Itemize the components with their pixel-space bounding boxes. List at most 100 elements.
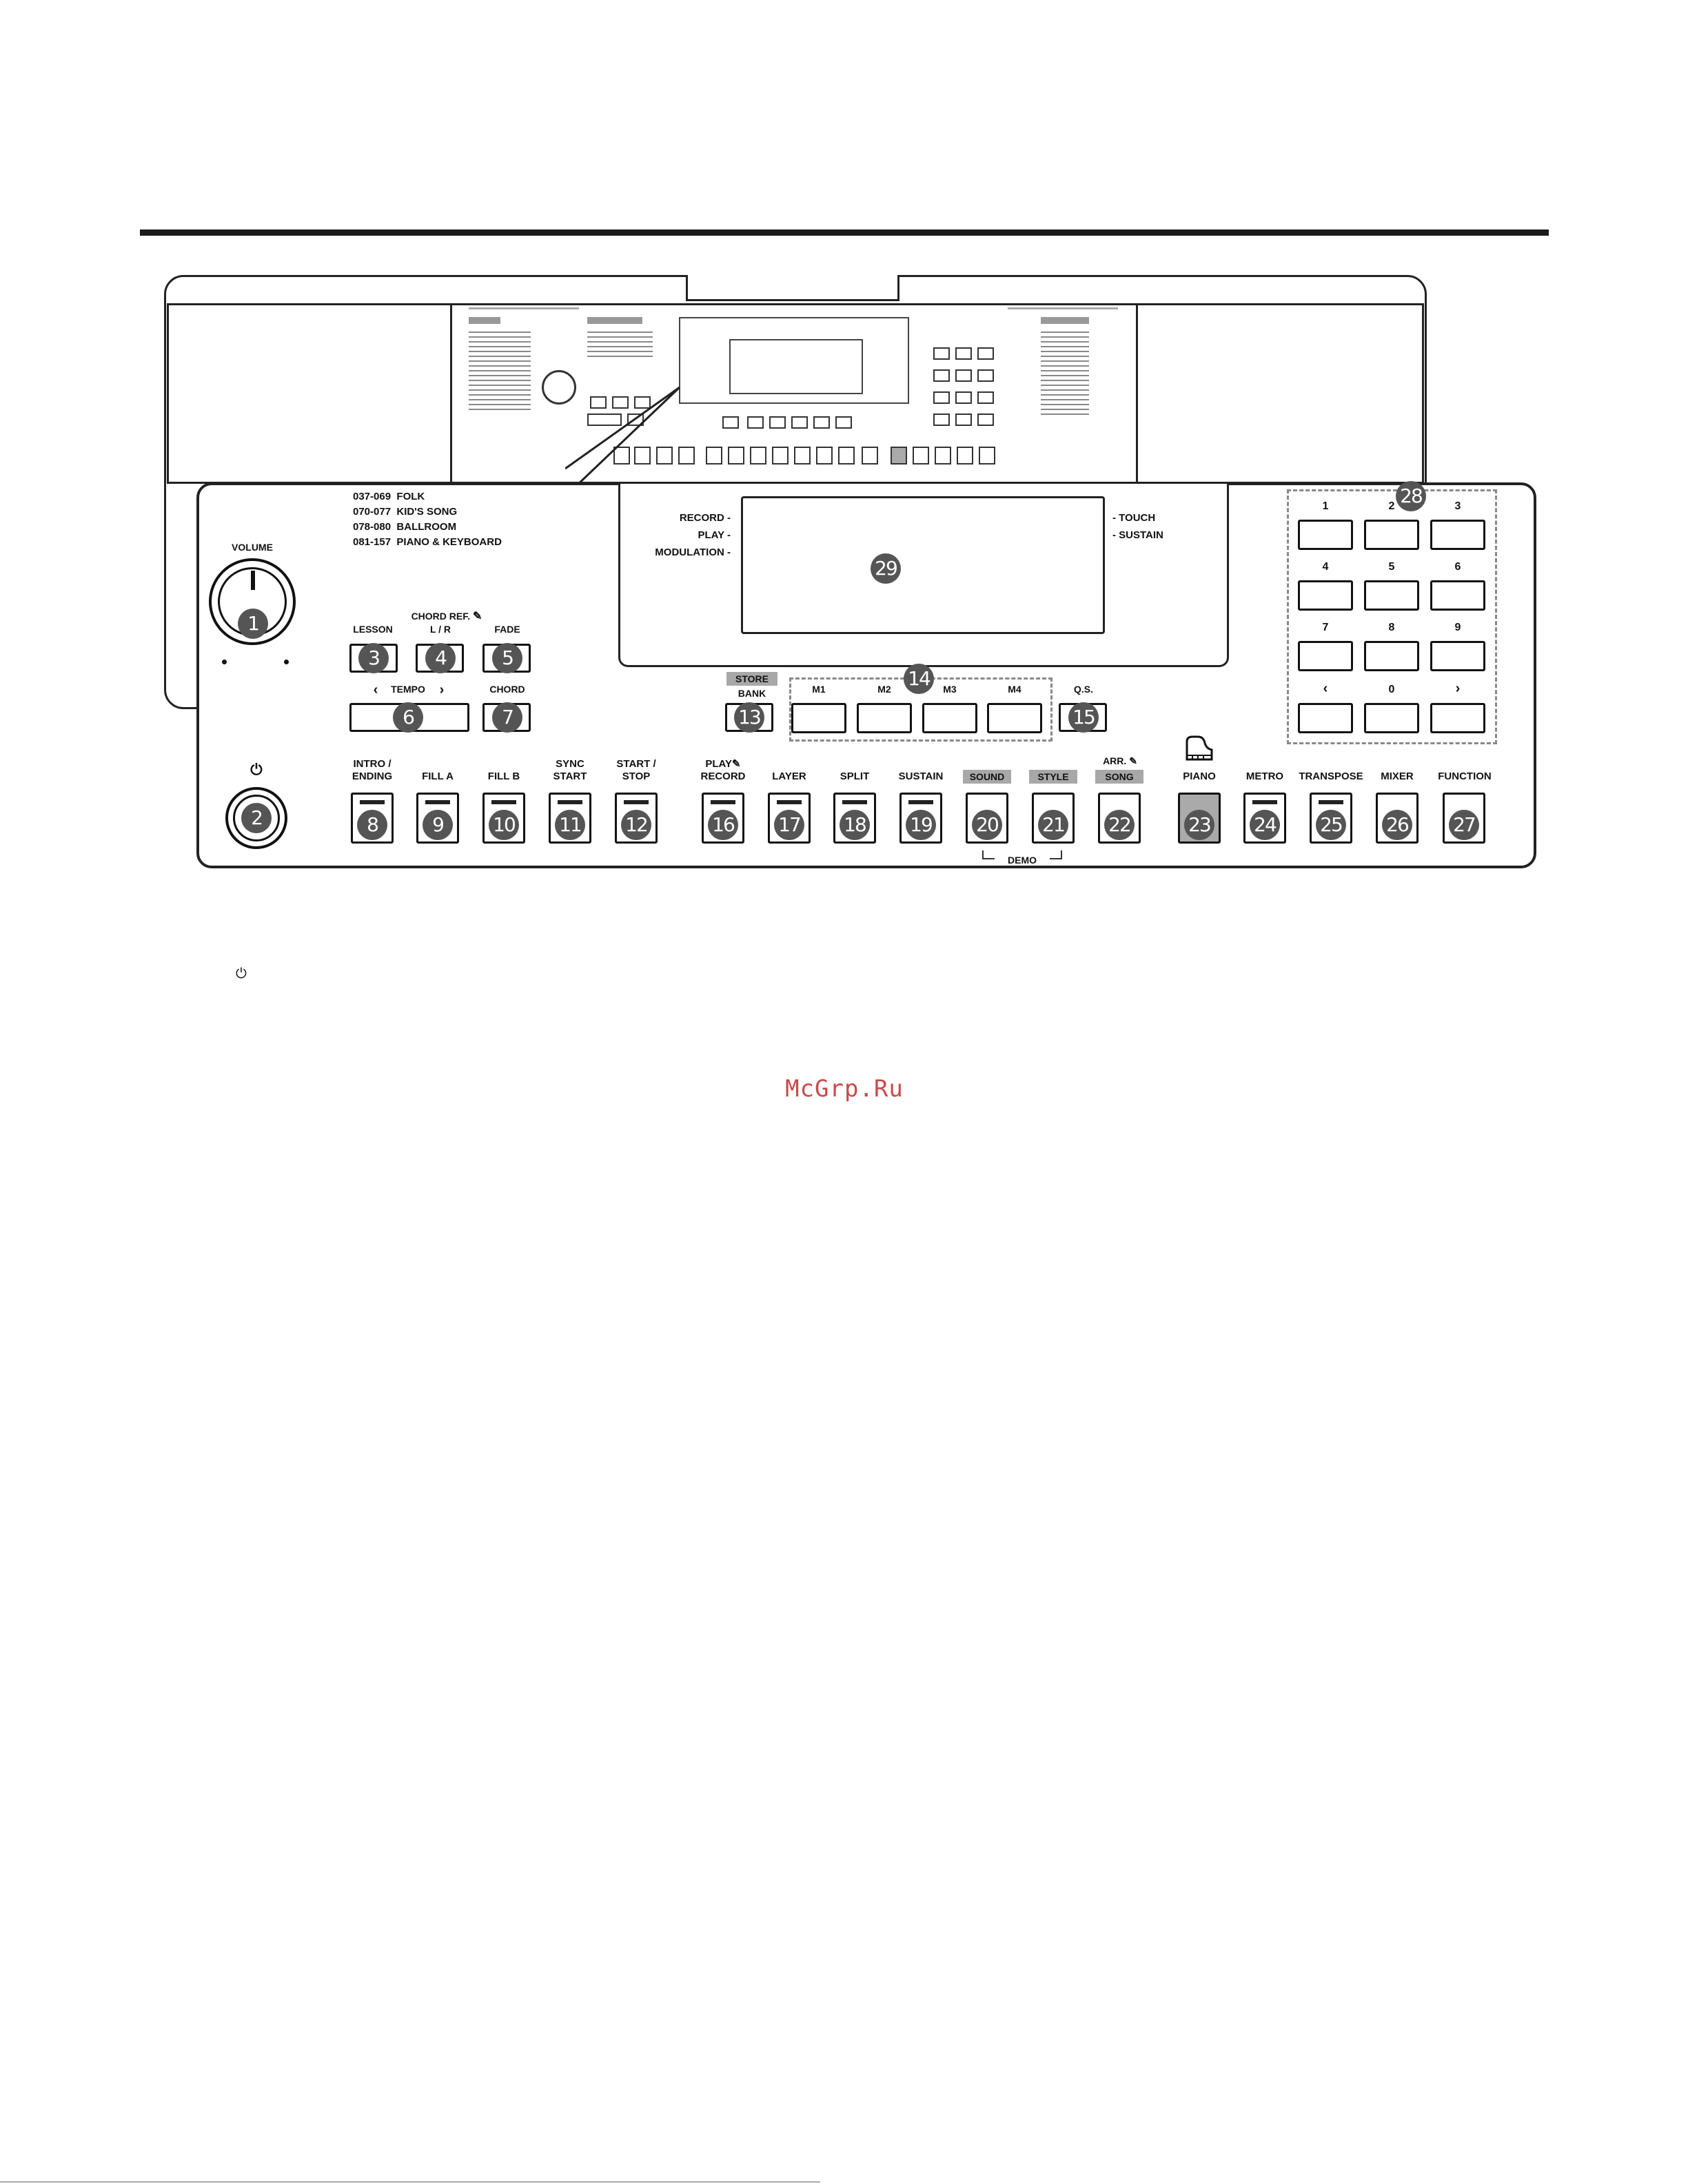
fill-b-label: FILL B (487, 770, 520, 782)
mini-style-tag (1041, 317, 1089, 324)
badge-4: 4 (425, 643, 456, 673)
mini-row-button (750, 447, 766, 465)
display-label-play: PLAY - (698, 529, 731, 541)
badge-12: 12 (621, 810, 651, 840)
pencil-icon: ✎ (473, 611, 482, 622)
style-label: STYLE (1029, 770, 1077, 784)
right-speaker (1136, 303, 1424, 484)
badge-23: 23 (1184, 810, 1214, 840)
mini-sound-list (469, 328, 531, 411)
style-list-row: 070-077 KID'S SONG (353, 506, 458, 518)
mini-volume-knob (542, 370, 576, 405)
numpad-key-1[interactable] (1298, 520, 1353, 550)
numpad-key-next[interactable] (1430, 703, 1485, 733)
badge-27: 27 (1449, 810, 1479, 840)
store-tag: STORE (726, 672, 777, 686)
split-label: SPLIT (840, 770, 870, 782)
mini-num-button (977, 391, 994, 404)
mini-button (634, 396, 651, 409)
numpad-key-9[interactable] (1430, 641, 1485, 671)
demo-label: DEMO (995, 855, 1050, 866)
mini-row-button (634, 447, 651, 465)
numpad-key-prev[interactable] (1298, 703, 1353, 733)
badge-19: 19 (906, 810, 936, 840)
badge-20: 20 (972, 810, 1002, 840)
numpad-label-9: 9 (1454, 622, 1461, 633)
numpad-label-6: 6 (1454, 561, 1461, 573)
m2-button[interactable] (857, 703, 912, 733)
mini-num-button (933, 391, 950, 404)
numpad-label-7: 7 (1322, 622, 1329, 633)
indicator-led (1252, 800, 1277, 804)
function-label: FUNCTION (1438, 770, 1492, 782)
numpad-key-2[interactable] (1364, 520, 1419, 550)
mini-button (612, 396, 629, 409)
badge-14: 14 (904, 664, 934, 694)
start-stop-label: START /STOP (616, 758, 656, 782)
badge-2: 2 (241, 803, 272, 833)
sound-label: SOUND (963, 770, 1011, 784)
piano-label: PIANO (1183, 770, 1216, 782)
numpad-key-7[interactable] (1298, 641, 1353, 671)
style-list-row: 078-080 BALLROOM (353, 521, 457, 533)
numpad-key-4[interactable] (1298, 580, 1353, 611)
mini-row-button (913, 447, 929, 465)
tempo-label: TEMPO (391, 684, 425, 695)
numpad-key-5[interactable] (1364, 580, 1419, 611)
power-icon: ⏻ (250, 761, 263, 778)
indicator-led (1319, 800, 1343, 804)
badge-8: 8 (357, 810, 387, 840)
pencil-icon: ✎ (732, 758, 741, 770)
numpad-key-3[interactable] (1430, 520, 1485, 550)
m3-button[interactable] (922, 703, 977, 733)
numpad-label-3: 3 (1454, 500, 1461, 512)
fill-a-label: FILL A (422, 770, 454, 782)
numpad-label-next: › (1455, 681, 1461, 696)
layer-label: LAYER (772, 770, 806, 782)
badge-9: 9 (423, 810, 453, 840)
m1-button[interactable] (791, 703, 846, 733)
m3-label: M3 (943, 684, 957, 695)
mini-row-button (862, 447, 878, 465)
mini-songs-list (587, 328, 653, 358)
badge-18: 18 (840, 810, 870, 840)
badge-21: 21 (1038, 810, 1068, 840)
mini-button (769, 416, 786, 429)
mini-num-button (933, 369, 950, 382)
transpose-label: TRANSPOSE (1299, 770, 1363, 782)
bottom-rule (0, 2181, 820, 2183)
mini-num-button (977, 414, 994, 426)
mini-row-button (957, 447, 973, 465)
indicator-led (842, 800, 867, 804)
indicator-led (624, 800, 649, 804)
indicator-led (425, 800, 450, 804)
indicator-led (360, 800, 385, 804)
numpad-key-6[interactable] (1430, 580, 1485, 611)
numpad-group (1287, 489, 1497, 744)
mini-num-button (955, 347, 972, 360)
style-list-row: 037-069 FOLK (353, 491, 425, 502)
numpad-key-0[interactable] (1364, 703, 1419, 733)
numpad-key-8[interactable] (1364, 641, 1419, 671)
mini-row-button (935, 447, 951, 465)
style-category-list: 037-069 FOLK 070-077 KID'S SONG 078-080 … (353, 489, 502, 550)
badge-10: 10 (489, 810, 519, 840)
mini-lcd (729, 339, 863, 394)
mini-slot-left (469, 307, 579, 309)
mini-row-button (728, 447, 744, 465)
mini-button (722, 416, 739, 429)
volume-min-dot (222, 660, 227, 664)
badge-28: 28 (1396, 481, 1426, 511)
numpad-label-prev: ‹ (1323, 681, 1328, 696)
fade-label: FADE (494, 624, 520, 635)
mini-lcd-frame (679, 317, 909, 404)
display-label-modulation: MODULATION - (655, 547, 731, 558)
tempo-right-chevron-icon: › (439, 682, 445, 697)
badge-24: 24 (1250, 810, 1280, 840)
mini-num-button (955, 391, 972, 404)
power-button[interactable] (225, 787, 287, 849)
piano-icon (1186, 735, 1213, 761)
m4-button[interactable] (987, 703, 1042, 733)
pencil-icon: ✎ (1129, 755, 1137, 766)
volume-knob[interactable] (209, 558, 296, 645)
